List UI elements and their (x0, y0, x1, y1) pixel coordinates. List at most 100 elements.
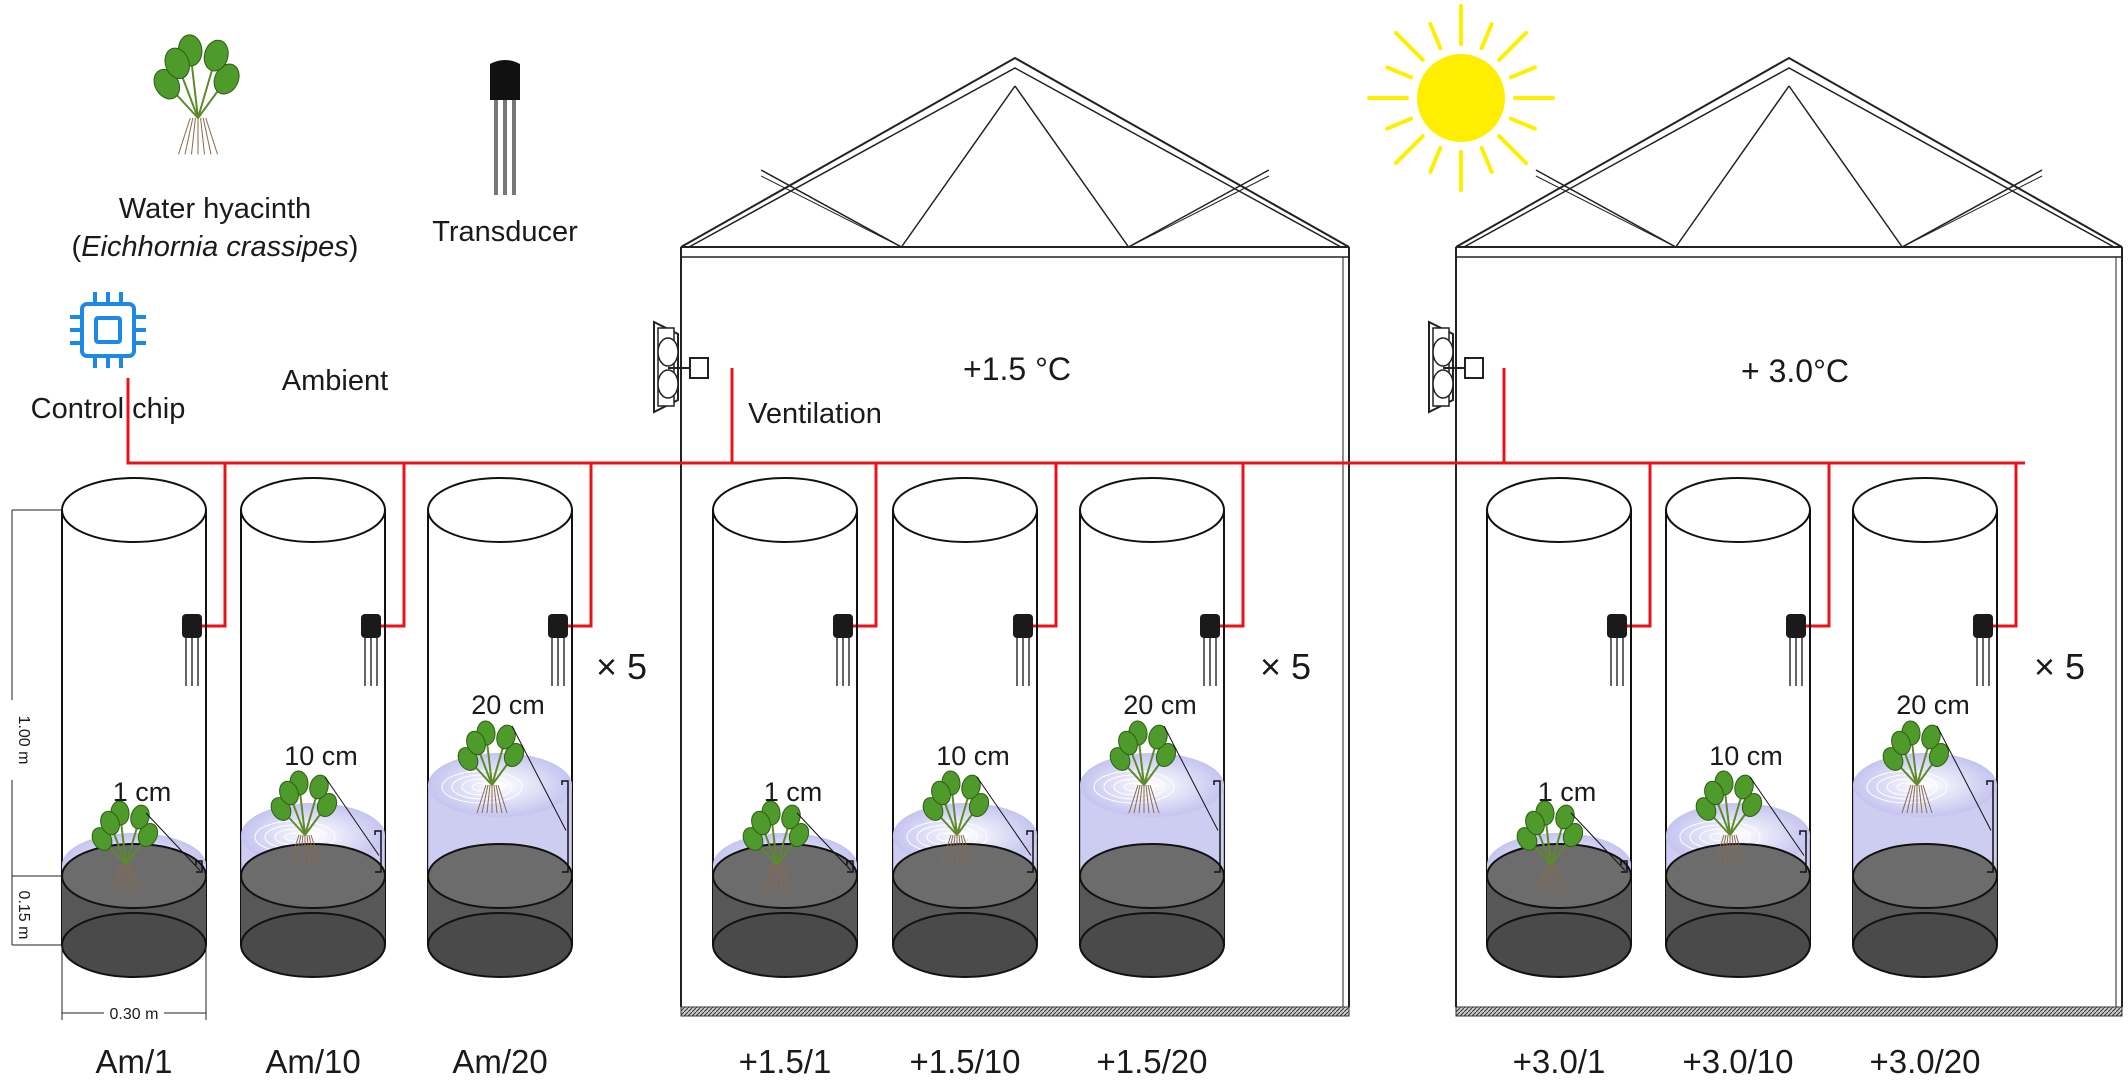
control-chip-icon (70, 292, 146, 368)
plant-leaf (164, 47, 190, 80)
water-depth-label: 20 cm (1896, 690, 1970, 720)
plant-root (778, 864, 783, 894)
plant-root (1138, 784, 1143, 814)
sun-ray (1497, 134, 1529, 166)
plant-leaf (137, 822, 159, 848)
column-transducer (182, 614, 202, 638)
plant-root (299, 834, 304, 864)
depth-leader-line (1570, 812, 1626, 871)
sediment-surface (1079, 843, 1225, 909)
plant-leaf (931, 780, 951, 806)
depth-leader-line (796, 812, 852, 871)
sediment-surface (1486, 843, 1632, 909)
water-surface (1853, 753, 1997, 817)
water-depth-labels: 1 cm 10 cm 20 cm 1 cm 10 cm 20 cm 1 cm 1… (113, 690, 1970, 807)
plant-leaf (751, 810, 771, 836)
mesocosm-column (712, 477, 858, 978)
depth-leader-line (1749, 776, 1805, 856)
sun-disc (1417, 54, 1505, 142)
plant-leaf (1741, 792, 1763, 818)
mesocosm-columns (61, 477, 1998, 978)
sun-ray (1428, 22, 1443, 51)
treatment-label: +1.5/10 (909, 1043, 1020, 1080)
column-base (1486, 912, 1632, 978)
plant-root (951, 834, 956, 864)
column-rim (712, 477, 858, 543)
plant-leaf (1704, 780, 1724, 806)
transducer-icon (490, 60, 520, 195)
sun-ray (1508, 116, 1537, 131)
roof-outline (680, 56, 1350, 248)
sun-ray (1393, 30, 1425, 62)
plant-leaf (1562, 822, 1584, 848)
sediment-surface (892, 843, 1038, 909)
plant-leaf (1155, 742, 1177, 768)
plant-root (476, 784, 487, 814)
control-chip-label: Control chip (31, 393, 186, 425)
fan-blade (657, 369, 679, 399)
truss-member (760, 175, 902, 248)
plant-root (1552, 864, 1557, 894)
plant-root (1556, 864, 1567, 894)
plant-root (1731, 834, 1736, 864)
water-surface (1080, 753, 1224, 817)
plant-leaf (503, 742, 525, 768)
mesocosm-column (1486, 477, 1632, 978)
diameter-dimension-label: 0.30 m (110, 1006, 159, 1023)
roof-outline (1455, 56, 2123, 248)
column-transducer (833, 614, 853, 638)
column-rim (1852, 477, 1998, 543)
water-hyacinth-plant (91, 800, 159, 894)
treatment-label: +1.5/1 (739, 1043, 832, 1080)
plant-root (1724, 834, 1729, 864)
water-depth-label: 10 cm (1709, 741, 1783, 771)
plant-leaf (788, 822, 810, 848)
treatment-labels: Am/1 Am/10 Am/20 +1.5/1 +1.5/10 +1.5/20 … (95, 1043, 1980, 1080)
plant-root (941, 834, 952, 864)
roof-inner (688, 67, 1342, 248)
water-depth-label: 1 cm (764, 777, 823, 807)
water-hyacinth-plant (1516, 800, 1584, 894)
column-base (61, 912, 207, 978)
truss-member (900, 85, 1016, 248)
plant-root (1128, 784, 1139, 814)
plant-root (771, 864, 776, 894)
water-hyacinth-icon (153, 34, 240, 155)
plant-root (120, 864, 125, 894)
water-hyacinth-plant (922, 770, 990, 864)
fan-motor (1464, 357, 1484, 379)
plant-leaf (1555, 804, 1575, 830)
plant-root (1535, 864, 1546, 894)
plant-root (960, 834, 968, 864)
sun-ray (1393, 134, 1425, 166)
column-transducer (1973, 614, 1993, 638)
control-wiring (126, 368, 2025, 628)
fan-blade (1432, 369, 1454, 399)
roof-inner (1463, 67, 2115, 248)
plant-root (289, 834, 300, 864)
depth-gauge (561, 780, 569, 873)
sediment-surface (1665, 843, 1811, 909)
column-base (427, 912, 573, 978)
water-depth-label: 20 cm (471, 690, 545, 720)
ventilation-fans (653, 320, 1484, 414)
plant-leaf (1734, 774, 1754, 800)
zone-1-temperature-label: +1.5 °C (963, 351, 1071, 387)
depth-leader-line (324, 776, 380, 856)
plant-root (766, 864, 774, 894)
water-hyacinth-plant (270, 770, 338, 864)
depth-leader-line (1936, 725, 1992, 831)
plant-root (184, 117, 194, 155)
plant-root (1133, 784, 1141, 814)
water-depth-label: 10 cm (936, 741, 1010, 771)
plant-leaf (100, 810, 120, 836)
depth-leader-line (1163, 725, 1219, 831)
plant-root (1901, 784, 1912, 814)
plant-root (1922, 784, 1933, 814)
plant-root (495, 784, 503, 814)
transducer-body (490, 60, 520, 100)
column-transducer (1786, 614, 1806, 638)
plant-leaf (1928, 742, 1950, 768)
column-transducer (361, 614, 381, 638)
fan-blade (657, 337, 679, 367)
